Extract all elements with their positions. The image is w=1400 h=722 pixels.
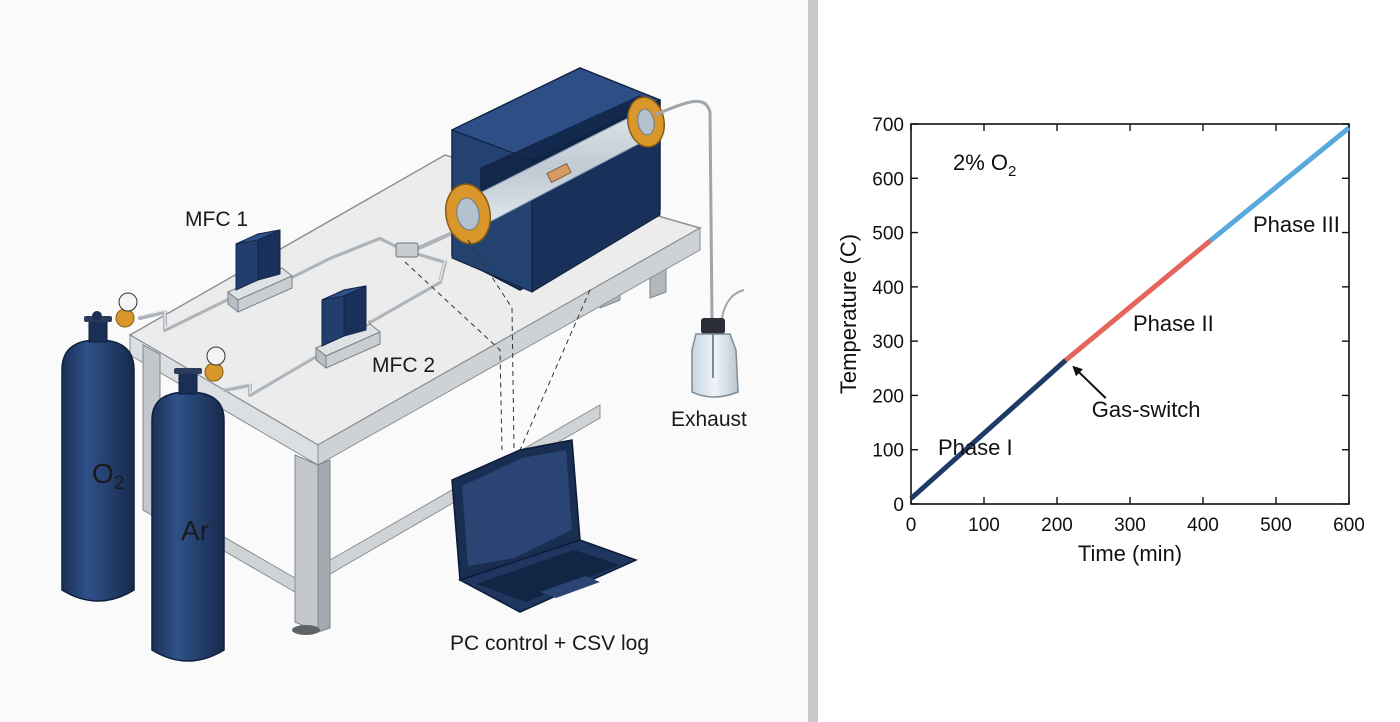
y-tick-label: 100	[872, 441, 904, 462]
chart-panel: 0 100 200 300 400 500 600 0 100 200 300 400 500 600 70…	[818, 0, 1400, 722]
cylinder-ar	[151, 346, 226, 662]
sample-boat	[546, 162, 572, 184]
series-label-1: Phase I	[938, 435, 1013, 460]
mfc-2	[315, 285, 381, 370]
series-line-2	[1064, 238, 1212, 363]
x-tick-label: 200	[1041, 515, 1073, 536]
x-tick-label: 300	[1114, 515, 1146, 536]
series-layer	[909, 125, 1351, 501]
annotations: Phase I Phase II Phase III Gas-switch	[938, 212, 1340, 460]
y-tick-label: 600	[872, 169, 904, 190]
x-tick-label: 0	[906, 515, 917, 536]
gas-switch-arrow	[1072, 365, 1107, 399]
gas-switch-label: Gas-switch	[1092, 397, 1201, 422]
temperature-chart: 0 100 200 300 400 500 600 0 100 200 300 400 500 600 70…	[836, 115, 1365, 566]
y-tick-label: 400	[872, 278, 904, 299]
series-label-3: Phase III	[1253, 212, 1340, 237]
axis-ticks: 0 100 200 300 400 500 600 0 100 200 300 400 500 600 70…	[872, 115, 1365, 536]
laptop	[451, 439, 639, 613]
gas-line-highlights	[139, 235, 446, 395]
data-cables	[404, 239, 591, 451]
label-pc: PC control + CSV log	[450, 632, 649, 655]
label-exhaust: Exhaust	[671, 408, 747, 431]
cylinder-o2	[61, 292, 138, 602]
y-tick-label: 700	[872, 115, 904, 136]
panel-divider	[808, 0, 818, 722]
mfc-1	[227, 229, 293, 314]
setup-illustration: O2 Ar MFC 1 MFC 2 Exhaust PC control + C…	[61, 67, 747, 662]
label-ar: Ar	[181, 515, 209, 546]
x-tick-label: 100	[968, 515, 1000, 536]
y-tick-label: 0	[893, 495, 904, 516]
setup-panel: O2 Ar MFC 1 MFC 2 Exhaust PC control + C…	[61, 67, 748, 662]
label-mfc-2: MFC 2	[372, 354, 435, 377]
exhaust-assembly	[654, 99, 745, 398]
series-line-3	[1208, 125, 1351, 243]
tube-furnace	[444, 67, 666, 293]
y-tick-label: 200	[872, 386, 904, 407]
x-tick-label: 500	[1260, 515, 1292, 536]
x-axis-title: Time (min)	[1078, 541, 1182, 566]
mixing-tee	[395, 242, 419, 258]
y-tick-label: 500	[872, 224, 904, 245]
x-tick-label: 400	[1187, 515, 1219, 536]
series-label-2: Phase II	[1133, 311, 1214, 336]
x-tick-label: 600	[1333, 515, 1365, 536]
label-mfc-1: MFC 1	[185, 208, 248, 231]
y-axis-title: Temperature (C)	[836, 234, 861, 394]
y-tick-label: 300	[872, 332, 904, 353]
gas-composition-label: 2% O2	[953, 150, 1016, 180]
series-line-1	[909, 358, 1068, 501]
